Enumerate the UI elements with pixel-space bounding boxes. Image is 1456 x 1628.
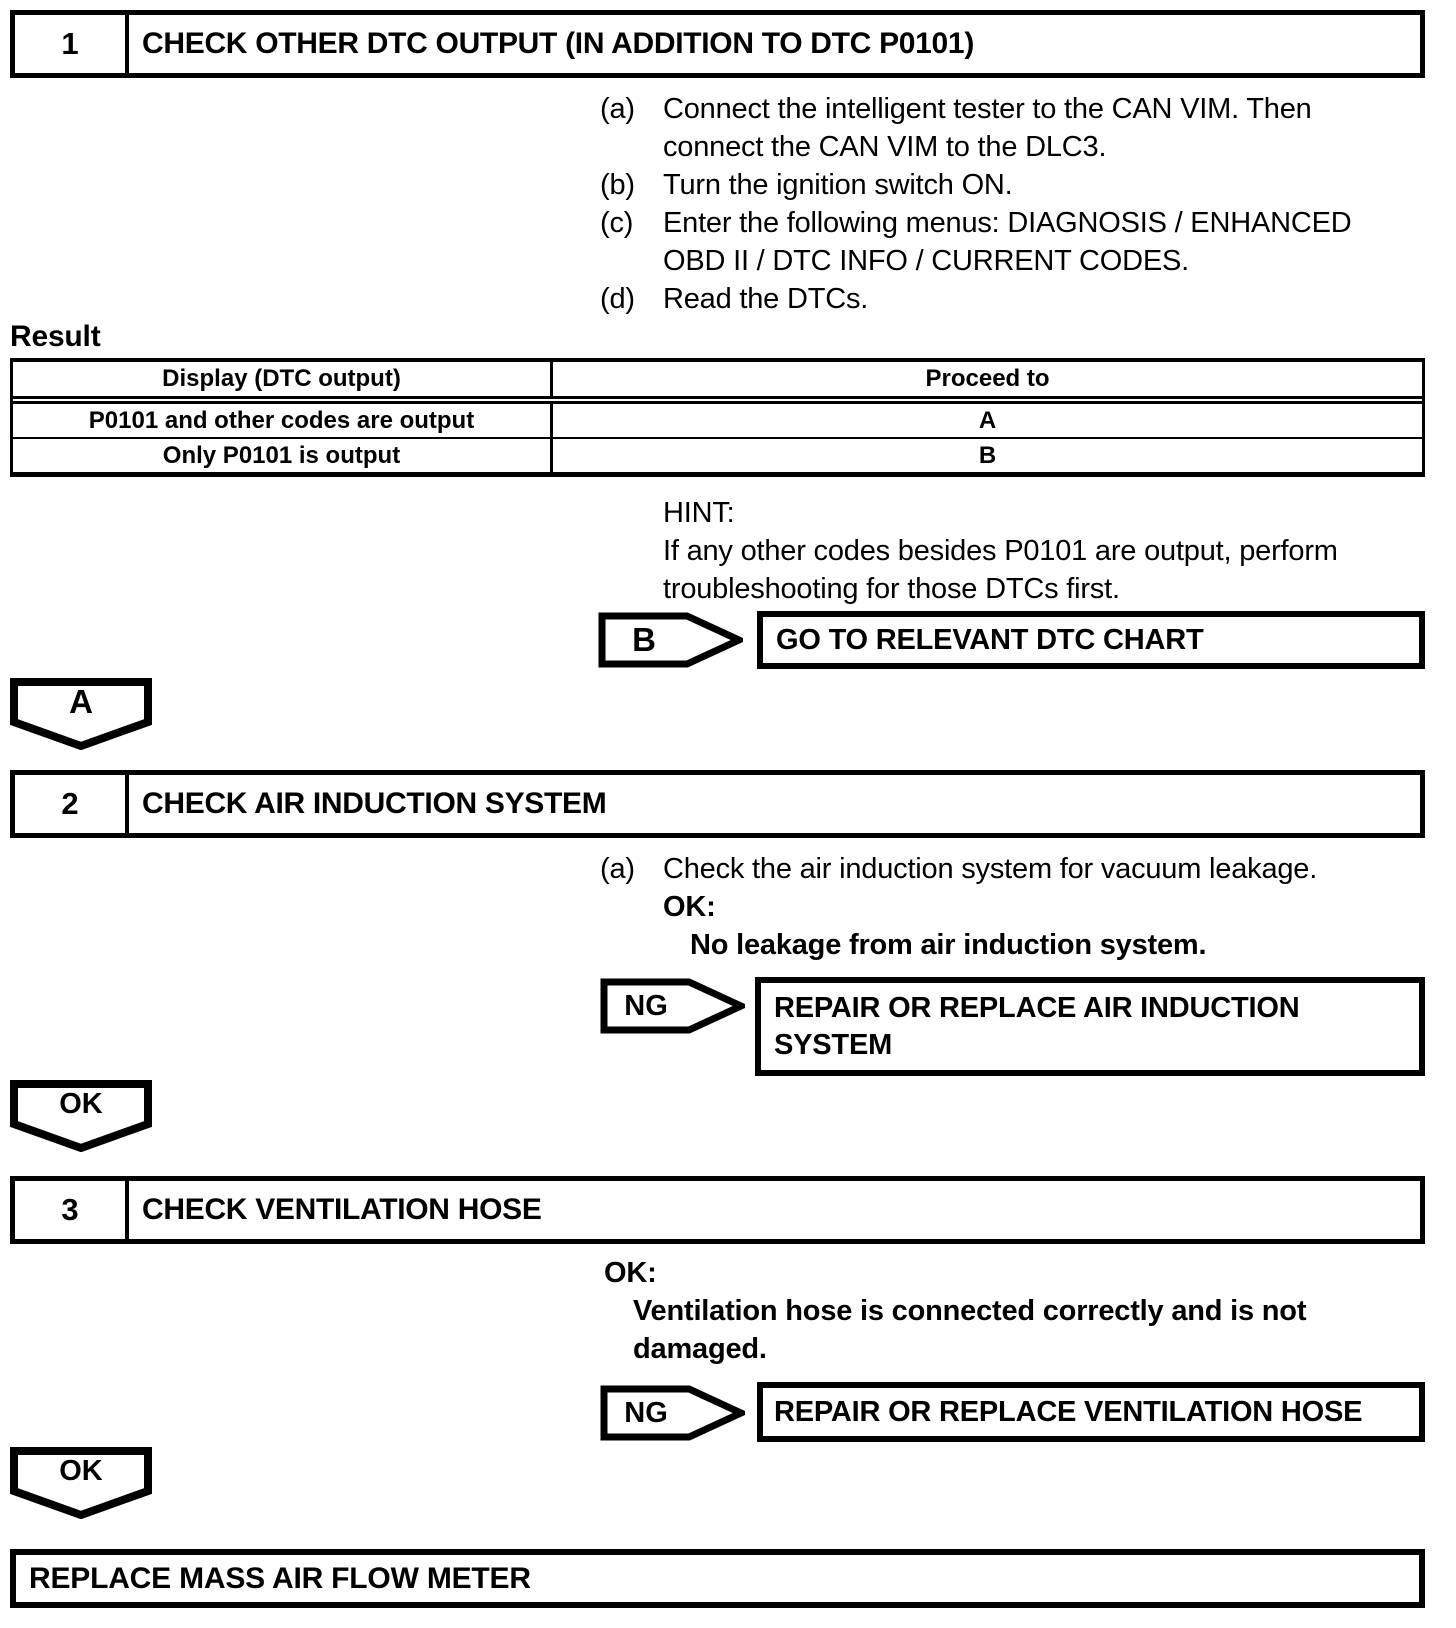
- branch-b-connector: B: [598, 612, 743, 668]
- connector-a-label: A: [69, 683, 93, 720]
- step1-number: 1: [15, 15, 129, 73]
- result-heading: Result: [10, 320, 101, 353]
- step2-substep-a: (a) Check the air induction system for v…: [600, 850, 1317, 888]
- table-cell-display: P0101 and other codes are output: [13, 404, 553, 437]
- connector-a: A: [10, 678, 152, 750]
- substep-label: (a): [600, 93, 635, 125]
- step3-number: 3: [15, 1181, 129, 1239]
- step3-title: CHECK VENTILATION HOSE: [142, 1193, 542, 1226]
- step2-title: CHECK AIR INDUCTION SYSTEM: [142, 787, 607, 820]
- substep-text: Check the air induction system for vacuu…: [663, 853, 1318, 885]
- step2-ok-label: OK:: [663, 891, 716, 923]
- step3-ok-label: OK:: [604, 1257, 657, 1289]
- step1-substep-a: (a) Connect the intelligent tester to th…: [600, 90, 1312, 166]
- substep-text: Connect the intelligent tester to the CA…: [663, 93, 1312, 163]
- step2-ok-connector-label: OK: [59, 1087, 103, 1120]
- hint-text: HINT: If any other codes besides P0101 a…: [663, 497, 1338, 605]
- right-arrow-pentagon-icon: [598, 612, 743, 668]
- step3-ng-label: NG: [624, 1396, 668, 1429]
- replace-maf-meter-box: REPLACE MASS AIR FLOW METER: [10, 1549, 1425, 1608]
- step3-header-box: 3 CHECK VENTILATION HOSE: [10, 1176, 1425, 1244]
- step3-ok-connector-label: OK: [59, 1454, 103, 1487]
- repair-ventilation-hose-box: REPAIR OR REPLACE VENTILATION HOSE: [757, 1382, 1425, 1442]
- substep-text: Enter the following menus: DIAGNOSIS / E…: [663, 207, 1352, 277]
- substep-label: (b): [600, 169, 635, 201]
- step1-substep-d: (d) Read the DTCs.: [600, 280, 868, 318]
- step3-ok-connector: OK: [10, 1447, 152, 1519]
- table-cell-proceed: B: [978, 441, 997, 469]
- table-header-proceed: Proceed to: [925, 365, 1050, 392]
- down-pentagon-icon: [10, 678, 152, 750]
- branch-b-label: B: [632, 621, 656, 658]
- substep-text: Turn the ignition switch ON.: [663, 169, 1013, 201]
- table-row: P0101 and other codes are output A: [13, 404, 1422, 437]
- down-pentagon-icon: [10, 1080, 152, 1152]
- goto-dtc-chart-box: GO TO RELEVANT DTC CHART: [757, 611, 1425, 669]
- step2-ok-connector: OK: [10, 1080, 152, 1152]
- table-cell-display: Only P0101 is output: [13, 439, 553, 472]
- step2-ng-label: NG: [624, 989, 668, 1022]
- right-arrow-pentagon-icon: [600, 1385, 745, 1441]
- step1-substep-c: (c) Enter the following menus: DIAGNOSIS…: [600, 204, 1352, 280]
- table-header-display: Display (DTC output): [13, 362, 553, 396]
- repair-air-induction-box: REPAIR OR REPLACE AIR INDUCTION SYSTEM: [755, 977, 1425, 1076]
- step2-ok-condition: No leakage from air induction system.: [690, 929, 1207, 961]
- step1-title: CHECK OTHER DTC OUTPUT (IN ADDITION TO D…: [142, 27, 975, 60]
- table-row: Only P0101 is output B: [13, 437, 1422, 472]
- substep-label: (c): [600, 207, 634, 239]
- substep-label: (a): [600, 853, 635, 885]
- step1-substep-b: (b) Turn the ignition switch ON.: [600, 166, 1013, 204]
- step3-ok-condition: Ventilation hose is connected correctly …: [633, 1295, 1307, 1365]
- result-table: Display (DTC output) Proceed to P0101 an…: [10, 358, 1425, 477]
- table-header-row: Display (DTC output) Proceed to: [13, 362, 1422, 404]
- substep-label: (d): [600, 283, 635, 315]
- step3-ng-connector: NG: [600, 1385, 745, 1441]
- table-cell-proceed: A: [978, 406, 997, 434]
- step1-header-box: 1 CHECK OTHER DTC OUTPUT (IN ADDITION TO…: [10, 10, 1425, 78]
- right-arrow-pentagon-icon: [600, 978, 745, 1034]
- down-pentagon-icon: [10, 1447, 152, 1519]
- step2-number: 2: [15, 775, 129, 833]
- substep-text: Read the DTCs.: [663, 283, 869, 315]
- step2-ng-connector: NG: [600, 978, 745, 1034]
- step2-header-box: 2 CHECK AIR INDUCTION SYSTEM: [10, 770, 1425, 838]
